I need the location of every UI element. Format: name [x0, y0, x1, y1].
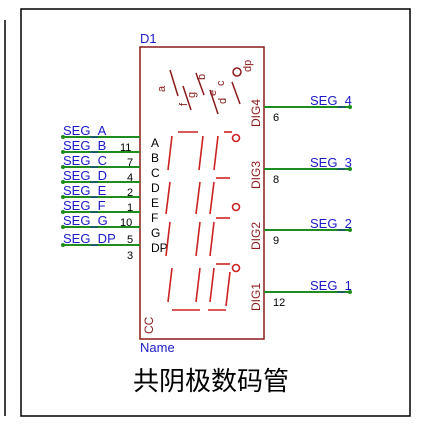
pin-label-a: A [151, 136, 159, 150]
legend-b: b [196, 74, 208, 80]
legend-g: g [186, 92, 198, 98]
pin-number-c: 7 [127, 157, 133, 169]
wire-end-dot [348, 228, 352, 232]
net-label-seg-a: SEG_A [63, 123, 107, 138]
digit-1-segments-icon [167, 263, 231, 311]
wire-end-dot [348, 167, 352, 171]
wire-end-dot [61, 150, 65, 154]
segment-pin-dp[interactable]: SEG_DP 5 DP 3 [61, 231, 168, 262]
pin-number-g: 10 [120, 217, 132, 229]
net-label-seg1: SEG_1 [310, 278, 352, 293]
digit-3-segments-icon [165, 177, 241, 215]
net-label-seg2: SEG_2 [310, 216, 352, 231]
net-label-seg-c: SEG_C [63, 153, 107, 168]
net-label-seg-b: SEG_B [63, 138, 106, 153]
display-body [139, 46, 265, 340]
pin-number-dig1: 12 [273, 297, 285, 309]
pin-label-dp: DP [151, 241, 168, 255]
pin-number-dig4: 6 [273, 112, 279, 124]
legend-d: d [217, 98, 229, 104]
legend-a: a [156, 85, 168, 92]
pin-label-f: F [151, 211, 158, 225]
pin-number-f: 1 [127, 202, 133, 214]
pin-label-d: D [151, 181, 160, 195]
net-label-seg3: SEG_3 [310, 155, 352, 170]
legend-dp: dp [242, 60, 254, 72]
pin-label-e: E [151, 196, 159, 210]
segment-pin-f[interactable]: SEG_F 1 F [61, 198, 158, 225]
pin-number-dp: 5 [127, 234, 133, 246]
wire-end-dot [61, 135, 65, 139]
segment-legend: a f g b e d c dp [156, 60, 254, 106]
pin-number-b: 11 [120, 142, 131, 154]
segment-pin-d[interactable]: SEG_D 4 D [61, 168, 160, 195]
pin-number-e: 2 [127, 187, 133, 199]
wire-end-dot [348, 290, 352, 294]
pin-label-c: C [151, 166, 160, 180]
net-label-seg4: SEG_4 [310, 93, 352, 108]
wire-end-dot [61, 180, 65, 184]
segment-pin-g[interactable]: SEG_G 10 G [61, 213, 160, 240]
wire-end-dot [61, 225, 65, 229]
pin-label-dig3: DIG3 [249, 161, 263, 189]
segment-pin-a[interactable]: SEG_A A [61, 123, 159, 150]
pin-label-dig1: DIG1 [249, 283, 263, 311]
pin-label-b: B [151, 151, 159, 165]
pin-number-dp-extra: 3 [127, 250, 133, 262]
net-label-seg-f: SEG_F [63, 198, 106, 213]
legend-glyph-icon [169, 67, 242, 115]
segment-pin-e[interactable]: SEG_E 2 E [61, 183, 159, 210]
net-label-seg-g: SEG_G [63, 213, 108, 228]
frame-border [20, 8, 411, 417]
type-label: CC [142, 316, 156, 334]
wire-end-dot [61, 195, 65, 199]
pin-label-dig2: DIG2 [249, 222, 263, 250]
caption-title: 共阴极数码管 [132, 367, 289, 397]
designator-label: D1 [140, 31, 157, 46]
wire-end-dot [61, 210, 65, 214]
digit-pin-3[interactable]: SEG_3 8 DIG3 [249, 155, 352, 189]
legend-e: e [207, 90, 219, 96]
digit-2-segments-icon [165, 217, 241, 273]
net-label-seg-d: SEG_D [63, 168, 107, 183]
wire-end-dot [348, 105, 352, 109]
net-label-seg-dp: SEG_DP [63, 231, 116, 246]
wire-end-dot [61, 243, 65, 247]
wire-end-dot [61, 165, 65, 169]
pin-number-d: 4 [127, 172, 133, 184]
digit-pin-2[interactable]: SEG_2 9 DIG2 [249, 216, 352, 250]
pin-number-dig2: 9 [273, 235, 279, 247]
pin-label-g: G [151, 226, 160, 240]
legend-f: f [178, 102, 190, 106]
segment-pin-b[interactable]: SEG_B 11 B [61, 138, 159, 165]
value-label: Name [140, 340, 175, 355]
digit-pin-1[interactable]: SEG_1 12 DIG1 [249, 278, 352, 311]
legend-c: c [215, 80, 227, 86]
pin-label-dig4: DIG4 [249, 99, 263, 127]
pin-number-dig3: 8 [273, 174, 279, 186]
segment-pin-c[interactable]: SEG_C 7 C [61, 153, 160, 180]
digit-4-segments-icon [167, 131, 241, 171]
net-label-seg-e: SEG_E [63, 183, 107, 198]
digit-pin-4[interactable]: SEG_4 6 DIG4 [249, 93, 352, 127]
